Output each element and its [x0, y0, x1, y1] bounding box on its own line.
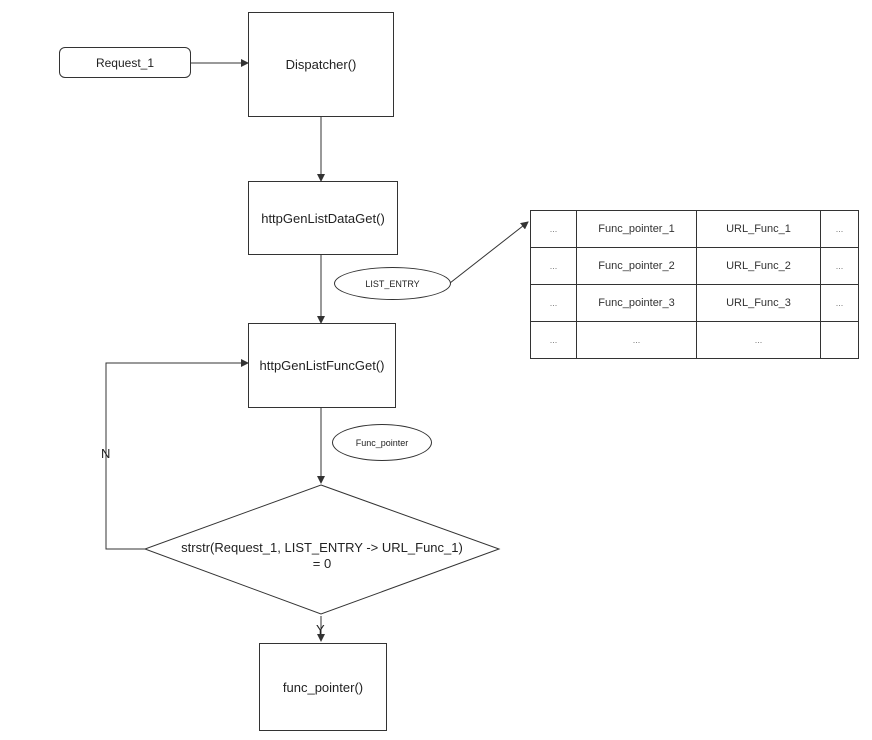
table-cell: Func_pointer_2 — [576, 247, 697, 285]
table-cell: URL_Func_2 — [696, 247, 821, 285]
table-row: ... Func_pointer_1 URL_Func_1 ... — [530, 210, 859, 248]
table-cell: ... — [530, 247, 577, 285]
table-cell: ... — [530, 284, 577, 322]
table-cell: ... — [820, 247, 859, 285]
table-cell: ... — [530, 321, 577, 359]
table-cell: ... — [820, 210, 859, 248]
table-row: ... Func_pointer_2 URL_Func_2 ... — [530, 247, 859, 285]
list-data-get-node: httpGenListDataGet() — [248, 181, 398, 255]
table-cell: Func_pointer_1 — [576, 210, 697, 248]
list-func-get-node: httpGenListFuncGet() — [248, 323, 396, 408]
edge-listentry-table — [449, 221, 529, 284]
request-node: Request_1 — [59, 47, 191, 78]
table-row: ... Func_pointer_3 URL_Func_3 ... — [530, 284, 859, 322]
table-cell: URL_Func_3 — [696, 284, 821, 322]
table-cell — [820, 321, 859, 359]
dispatcher-node: Dispatcher() — [248, 12, 394, 117]
table-cell: Func_pointer_3 — [576, 284, 697, 322]
table-cell: URL_Func_1 — [696, 210, 821, 248]
func-pointer-call-node: func_pointer() — [259, 643, 387, 731]
decision-line-1: strstr(Request_1, LIST_ENTRY -> URL_Func… — [181, 540, 463, 555]
yes-label: Y — [316, 622, 325, 637]
table-cell: ... — [576, 321, 697, 359]
decision-line-2: = 0 — [312, 556, 332, 571]
func-pointer-ellipse: Func_pointer — [332, 424, 432, 461]
list-table: ... Func_pointer_1 URL_Func_1 ... ... Fu… — [530, 210, 859, 359]
edge-no-loop — [105, 359, 249, 550]
no-label: N — [101, 446, 111, 461]
decision-label: strstr(Request_1, LIST_ENTRY -> URL_Func… — [140, 540, 504, 572]
table-cell: ... — [696, 321, 821, 359]
table-row: ... ... ... — [530, 321, 859, 359]
table-cell: ... — [820, 284, 859, 322]
list-entry-ellipse: LIST_ENTRY — [334, 267, 451, 300]
decision-diamond — [143, 484, 501, 615]
table-cell: ... — [530, 210, 577, 248]
